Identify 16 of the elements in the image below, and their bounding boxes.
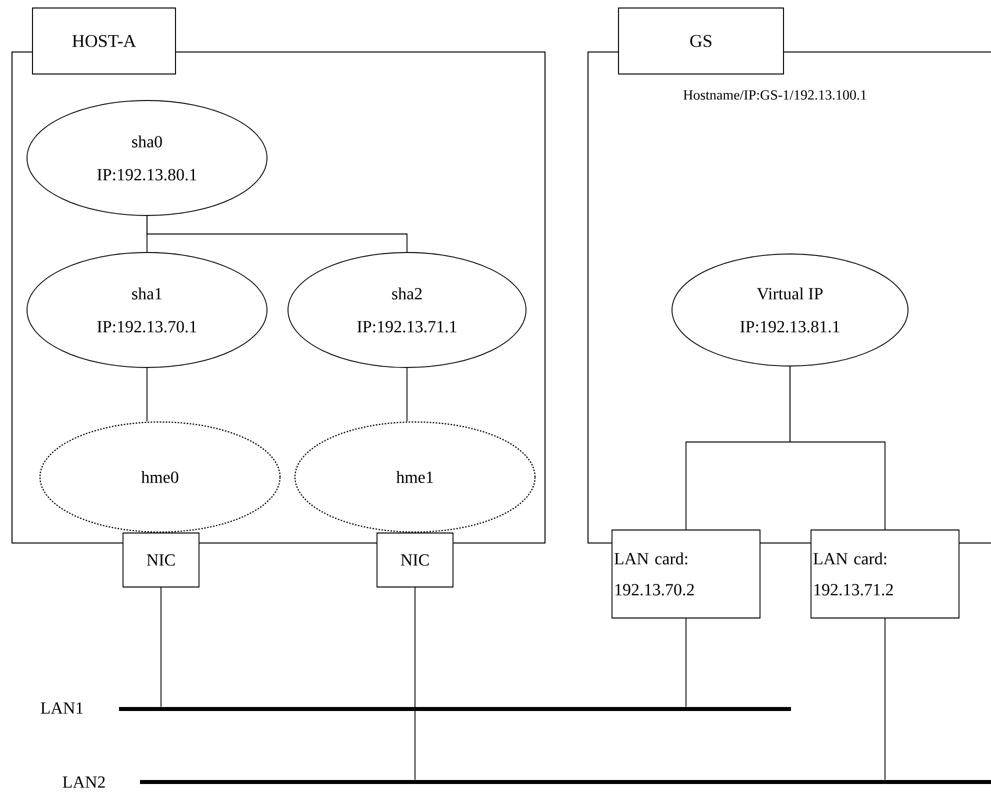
- title-tab: GS: [618, 8, 784, 74]
- connector-line: [160, 587, 162, 708]
- network-card-box: LAN card: 192.13.70.2: [612, 530, 760, 618]
- network-label: LAN1: [40, 702, 83, 714]
- connector-line: [884, 618, 886, 780]
- connector-line: [414, 587, 416, 780]
- network-label: LAN2: [62, 776, 105, 788]
- network-card-box: LAN card: 192.13.71.2: [810, 530, 960, 618]
- hostname-label: Hostname/IP:GS-1/192.13.100.1: [683, 90, 866, 100]
- title-tab: HOST-A: [32, 8, 176, 74]
- connector-line: [146, 368, 148, 422]
- network-card-box: NIC: [122, 532, 200, 588]
- connector-line: [406, 368, 408, 422]
- connector-line: [146, 216, 408, 252]
- connector-line: [790, 366, 886, 530]
- network-card-box: NIC: [376, 532, 454, 588]
